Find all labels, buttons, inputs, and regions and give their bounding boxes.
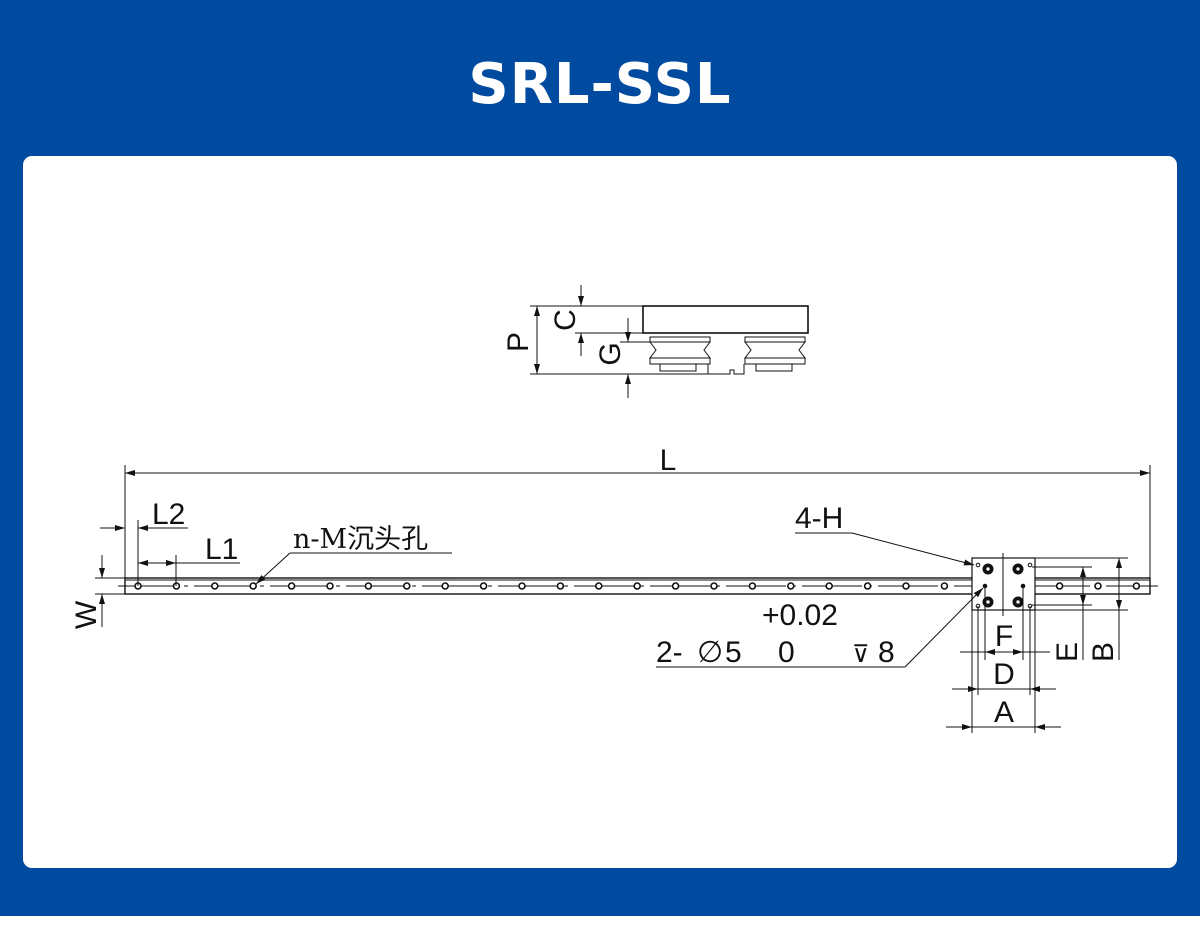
drawing-card	[23, 156, 1177, 868]
label-hole-prefix: 2-	[656, 636, 683, 669]
rail-hole	[863, 582, 872, 590]
label-f: F	[995, 620, 1013, 653]
label-g: G	[594, 342, 627, 365]
label-e: E	[1051, 642, 1084, 662]
counterbore-inner	[985, 566, 991, 572]
rail-hole	[249, 582, 257, 590]
rail-hole	[1055, 582, 1064, 590]
rail-hole	[287, 582, 296, 590]
label-c: C	[549, 309, 582, 331]
rail-hole	[1132, 582, 1141, 590]
rail-hole	[825, 582, 834, 590]
rail-hole	[364, 582, 373, 590]
label-4-h: 4-H	[795, 502, 843, 535]
rail-hole	[441, 582, 450, 590]
roller-right	[744, 336, 806, 372]
rail-hole	[710, 582, 718, 590]
label-w: W	[70, 600, 103, 629]
label-tolerance-lower: 0	[778, 636, 795, 669]
label-b: B	[1087, 642, 1120, 662]
rail-hole	[748, 582, 757, 590]
rail-hole	[671, 582, 680, 590]
counterbore-inner	[985, 599, 991, 605]
page-title: SRL-SSL	[468, 52, 732, 117]
rail-hole	[594, 582, 603, 590]
bottom-strip	[0, 916, 1200, 936]
rail-hole	[940, 582, 949, 590]
rail-hole	[902, 582, 910, 590]
depth-symbol: ⊽	[852, 641, 870, 668]
rail-hole	[326, 582, 334, 590]
mounting-hole-h	[975, 562, 981, 568]
label-hole-diameter: 5	[725, 636, 742, 669]
rail-hole	[633, 582, 642, 590]
rail-hole	[211, 582, 219, 590]
rail-top-view	[118, 553, 1158, 616]
diameter-symbol: ∅	[697, 636, 723, 669]
label-n-m-countersunk: n-M沉头孔	[293, 524, 428, 555]
label-l1: L1	[205, 533, 238, 566]
mounting-hole-h	[1027, 562, 1033, 568]
counterbore-inner	[1015, 566, 1021, 572]
rail-hole	[556, 582, 565, 590]
rail-hole	[402, 582, 411, 590]
rail-hole	[518, 582, 526, 590]
rail-hole	[479, 582, 488, 590]
label-p: P	[502, 332, 535, 352]
counterbore-inner	[1015, 599, 1021, 605]
roller-left	[649, 336, 711, 372]
label-l2: L2	[152, 498, 185, 531]
carriage-side-view	[530, 285, 809, 398]
block-holes	[975, 562, 1033, 609]
label-tolerance-upper: +0.02	[762, 599, 838, 632]
label-d: D	[993, 658, 1015, 691]
rail-hole	[786, 582, 795, 590]
label-a: A	[994, 696, 1014, 729]
label-l: L	[660, 444, 677, 477]
label-hole-depth: 8	[878, 636, 895, 669]
rail-hole	[1094, 582, 1102, 590]
